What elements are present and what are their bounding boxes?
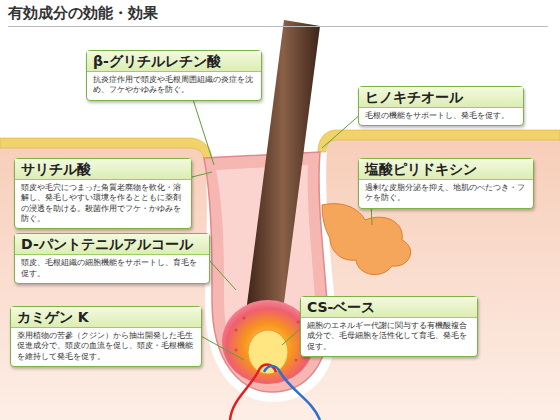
ingredient-name: カミゲン K	[11, 307, 201, 328]
ingredient-name: D-パントテニルアルコール	[15, 234, 209, 255]
ingredient-effect: 毛根の機能をサポートし、発毛を促す。	[359, 108, 523, 125]
sebaceous-gland	[322, 204, 411, 275]
ingredient-effect: 過剰な皮脂分泌を抑え、地肌のべたつき・フケを防ぐ。	[359, 180, 533, 208]
ingredient-callout: D-パントテニルアルコール頭皮、毛根組織の細胞機能をサポートし、育毛を促す。	[14, 233, 210, 284]
artery	[230, 365, 276, 420]
ingredient-callout: 塩酸ピリドキシン過剰な皮脂分泌を抑え、地肌のべたつき・フケを防ぐ。	[358, 158, 534, 209]
leader-line	[190, 90, 214, 165]
ingredient-callout: サリチル酸頭皮や毛穴につまった角質老廃物を軟化・溶解し、発毛しやすい環境を作ると…	[14, 158, 192, 229]
ingredient-effect: 薬用植物の苦參（クジン）から抽出開発した毛生促進成分で、頭皮の血流を促し、頭皮・…	[11, 328, 201, 366]
ingredient-callout: ヒノキチオール毛根の機能をサポートし、発毛を促す。	[358, 86, 524, 126]
ingredient-name: CS-ベース	[301, 297, 477, 318]
ingredient-callout: カミゲン K薬用植物の苦參（クジン）から抽出開発した毛生促進成分で、頭皮の血流を…	[10, 306, 202, 367]
ingredient-effect: 頭皮や毛穴につまった角質老廃物を軟化・溶解し、発毛しやすい環境を作るとともに薬剤…	[15, 180, 191, 229]
ingredient-effect: 抗炎症作用で頭皮や毛根周囲組織の炎症を沈め、フケやかゆみを防ぐ。	[87, 72, 261, 100]
ingredient-callout: β-グリチルレチン酸抗炎症作用で頭皮や毛根周囲組織の炎症を沈め、フケやかゆみを防…	[86, 50, 262, 101]
ingredient-name: β-グリチルレチン酸	[87, 51, 261, 72]
epidermis	[0, 138, 212, 160]
ingredient-callout: CS-ベース細胞のエネルギー代謝に関与する有機酸複合成分で、毛母細胞を活性化して…	[300, 296, 478, 357]
ingredient-name: ヒノキチオール	[359, 87, 523, 108]
ingredient-name: サリチル酸	[15, 159, 191, 180]
ingredient-name: 塩酸ピリドキシン	[359, 159, 533, 180]
epidermis	[318, 130, 560, 152]
ingredient-effect: 頭皮、毛根組織の細胞機能をサポートし、育毛を促す。	[15, 255, 209, 283]
ingredient-effect: 細胞のエネルギー代謝に関与する有機酸複合成分で、毛母細胞を活性化して育毛、発毛を…	[301, 318, 477, 356]
diagram-title: 有効成分の効能・効果	[8, 4, 548, 27]
vein	[264, 366, 320, 420]
